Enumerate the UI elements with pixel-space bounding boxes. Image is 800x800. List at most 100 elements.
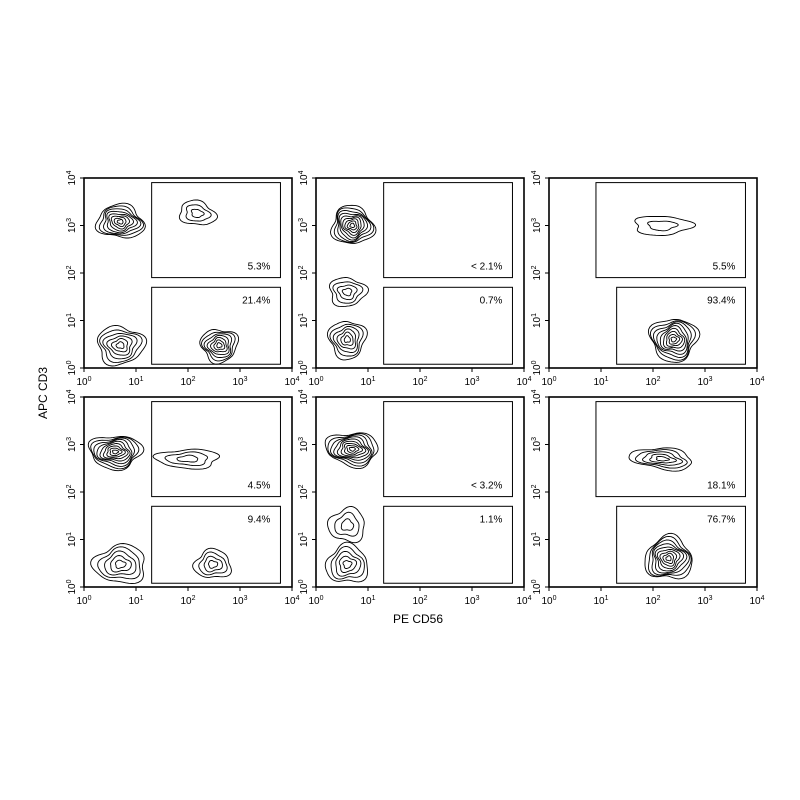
y-axis-label: APC CD3 (36, 367, 50, 419)
contour-line (327, 506, 365, 544)
contour-line (90, 436, 140, 470)
contour-line (108, 213, 134, 232)
contour-line (96, 438, 133, 465)
contour-line (216, 342, 223, 349)
contour-line (343, 335, 351, 343)
contour-line (110, 338, 129, 353)
x-tick-label: 101 (593, 376, 608, 388)
y-tick-label: 100 (531, 579, 543, 594)
gate-label-lower: 0.7% (480, 295, 503, 306)
contour-line (341, 287, 353, 297)
y-tick-label: 103 (531, 437, 543, 452)
contour-line (93, 437, 135, 467)
gate-lower (151, 505, 281, 584)
contour-line (98, 205, 144, 236)
contour-line (329, 323, 364, 357)
contour-line (106, 335, 133, 356)
contour-line (337, 210, 372, 243)
contour-line (340, 518, 355, 531)
contour-line (324, 432, 379, 470)
contour-group (94, 199, 240, 367)
gate-label-upper: 5.3% (248, 262, 271, 273)
contour-group (324, 432, 379, 583)
contour-line (340, 215, 365, 239)
gate-label-upper: < 2.1% (471, 262, 503, 273)
contour-line (642, 451, 683, 466)
contour-line (348, 446, 356, 452)
y-tick-label: 100 (298, 360, 310, 375)
y-tick-label: 102 (66, 265, 78, 280)
contour-line (665, 555, 672, 562)
x-tick-label: 104 (284, 376, 299, 388)
gate-label-lower: 9.4% (248, 514, 271, 525)
contour-line (185, 204, 212, 222)
gate-label-lower: 21.4% (242, 295, 270, 306)
plot-frame (548, 177, 758, 369)
contour-line (87, 435, 145, 472)
contour-line (335, 550, 362, 577)
gate-label-upper: 4.5% (248, 481, 271, 492)
contour-line (659, 325, 687, 352)
gate-lower (616, 505, 746, 584)
contour-line (115, 559, 127, 569)
contour-line (198, 551, 228, 576)
y-tick-label: 101 (66, 532, 78, 547)
contour-line (336, 328, 357, 350)
contour-group (628, 447, 693, 580)
contour-line (203, 555, 223, 573)
contour-line (647, 220, 679, 232)
contour-line (665, 330, 683, 347)
x-tick-label: 103 (464, 376, 479, 388)
contour-line (116, 219, 124, 225)
y-tick-label: 102 (531, 484, 543, 499)
x-tick-label: 100 (308, 376, 323, 388)
contour-line (203, 333, 233, 358)
contour-group (634, 216, 701, 363)
y-tick-label: 100 (531, 360, 543, 375)
gate-label-lower: 76.7% (707, 514, 735, 525)
x-tick-label: 100 (308, 595, 323, 607)
contour-line (178, 199, 218, 226)
contour-line (634, 449, 688, 469)
y-tick-label: 101 (298, 532, 310, 547)
gate-lower (151, 286, 281, 365)
contour-line (208, 560, 219, 569)
contour-line (654, 546, 685, 572)
x-tick-label: 102 (412, 376, 427, 388)
y-tick-label: 104 (531, 170, 543, 185)
x-tick-label: 104 (516, 595, 531, 607)
contour-line (102, 332, 138, 360)
contour-line (176, 454, 199, 463)
contour-line (656, 322, 689, 355)
gate-label-lower: 93.4% (707, 295, 735, 306)
contour-line (110, 555, 132, 573)
y-tick-label: 104 (298, 389, 310, 404)
contour-line (210, 336, 228, 353)
contour-line (213, 339, 226, 351)
contour-line (332, 325, 360, 353)
contour-line (330, 546, 365, 580)
x-tick-label: 102 (645, 595, 660, 607)
contour-line (338, 212, 369, 241)
contour-line (649, 453, 677, 464)
y-tick-label: 104 (298, 170, 310, 185)
contour-line (332, 281, 364, 304)
gate-label-upper: 18.1% (707, 481, 735, 492)
y-tick-label: 103 (66, 218, 78, 233)
plot-frame (315, 396, 525, 588)
contour-line (655, 456, 671, 462)
x-tick-label: 104 (749, 376, 764, 388)
x-tick-label: 102 (645, 376, 660, 388)
contour-line (656, 548, 681, 570)
contour-line (647, 318, 701, 363)
y-tick-label: 103 (298, 437, 310, 452)
x-tick-label: 100 (541, 376, 556, 388)
x-tick-label: 102 (180, 595, 195, 607)
contour-line (164, 451, 209, 467)
contour-line (190, 208, 205, 218)
contour-line (152, 448, 220, 470)
